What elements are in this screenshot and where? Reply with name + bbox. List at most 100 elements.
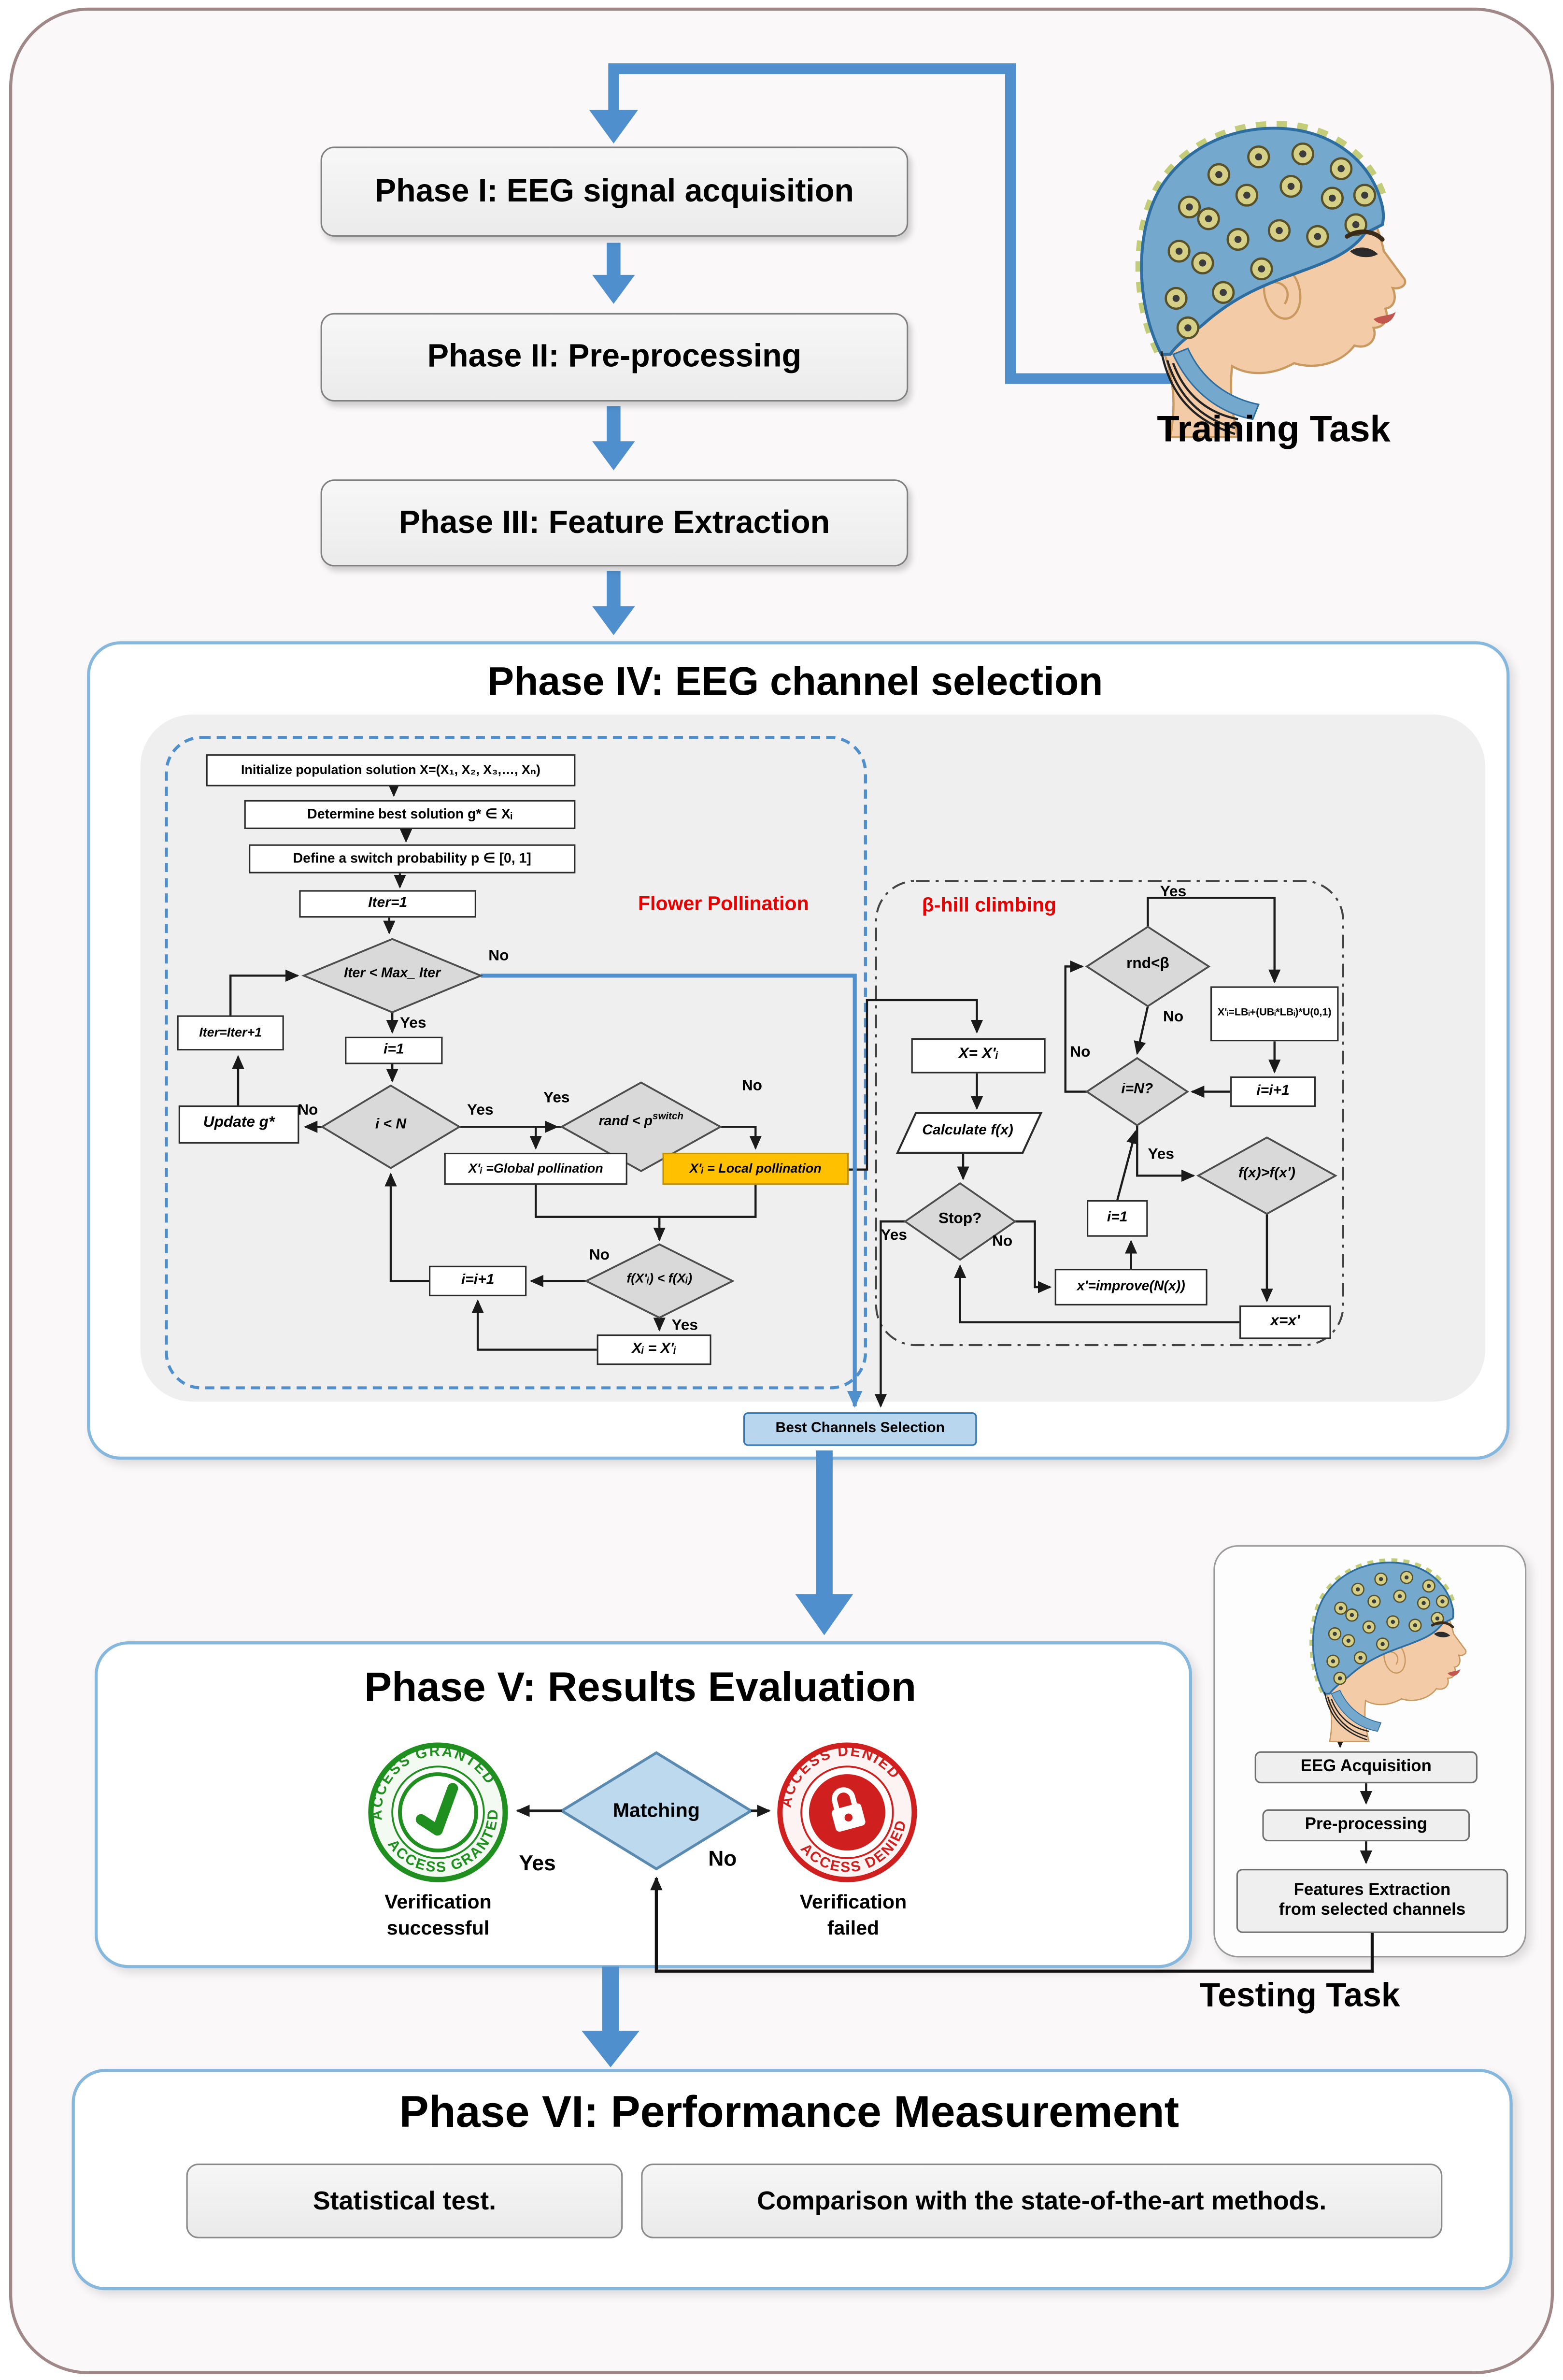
determine-best-box: Determine best solution g* ∈ Xᵢ — [244, 800, 576, 829]
phase5-title: Phase V: Results Evaluation — [364, 1664, 917, 1710]
matching-label: Matching — [612, 1798, 700, 1822]
flower-pollination-title: Flower Pollination — [638, 891, 809, 915]
rnd-no-label: No — [1163, 1009, 1184, 1026]
iter-init-box: Iter=1 — [299, 890, 476, 918]
stamp-center — [398, 1772, 478, 1853]
rnd-no — [1134, 1006, 1149, 1055]
to-bhill-entry — [849, 999, 983, 1171]
fitness-cond-label: f(X'ᵢ) < f(Xᵢ) — [626, 1270, 693, 1286]
phase-flow-arrows — [582, 243, 853, 2067]
rand-yes-label: Yes — [543, 1090, 570, 1107]
phase1-box: Phase I: EEG signal acquisition — [320, 146, 909, 237]
verification-successful-line2: successful — [386, 1916, 490, 1939]
stop-cond-diamond — [903, 1182, 1017, 1261]
switch-probability-box: Define a switch probability p ∈ [0, 1] — [249, 844, 576, 874]
arrowhead — [795, 1594, 853, 1635]
arrowhead — [589, 110, 638, 144]
access-denied-stamp: ACCESS DENIED ACCESS DENIED — [767, 1729, 920, 1889]
i-cond-diamond — [320, 1084, 461, 1169]
connector — [229, 969, 299, 1016]
merge-line — [535, 1185, 757, 1218]
arrowhead — [582, 2031, 640, 2067]
i-cond-yes-label: Yes — [467, 1102, 494, 1119]
stop-cond-label: Stop? — [938, 1211, 982, 1228]
verification-failed-line2: failed — [827, 1916, 880, 1939]
bhill-title: β-hill climbing — [922, 893, 1057, 917]
eeg-cap-head-icon — [1312, 1561, 1466, 1742]
i-cond-no-loop — [1064, 960, 1087, 1093]
bhill-i-init-box: i=1 — [1087, 1200, 1148, 1237]
arrowhead — [592, 441, 635, 471]
training-to-phase1-connector — [589, 63, 1203, 384]
i-inc-box: i=i+1 — [429, 1265, 527, 1296]
stop-no — [1015, 1220, 1052, 1293]
calculate-label: Calculate f(x) — [922, 1122, 1013, 1139]
i-n-no-label: No — [1070, 1044, 1091, 1061]
testing-task-label: Testing Task — [1199, 1976, 1400, 2014]
arrowhead — [592, 606, 635, 635]
x-update-box: x=x' — [1239, 1305, 1331, 1339]
fitness-yes-label: Yes — [671, 1318, 698, 1334]
x-update-loop — [954, 1264, 1240, 1323]
fitness-cond-diamond — [584, 1243, 735, 1319]
testing-head-image — [1242, 1548, 1499, 1745]
rand-cond-text: rand < p — [598, 1113, 653, 1129]
arrowhead — [592, 274, 635, 304]
stop-no-label: No — [992, 1233, 1013, 1251]
rnd-cond-label: rnd<β — [1126, 956, 1169, 973]
connector-yes — [529, 1125, 562, 1150]
features-extraction-line1: Features Extraction — [1293, 1880, 1451, 1899]
comparison-box: Comparison with the state-of-the-art met… — [641, 2163, 1443, 2238]
assign-box: Xᵢ = X'ᵢ — [597, 1334, 711, 1365]
training-head-image — [1020, 104, 1462, 443]
features-extraction-line2: from selected channels — [1279, 1901, 1466, 1920]
flower-diamonds — [301, 938, 735, 1319]
flower-pollination-region — [165, 736, 867, 1390]
global-pollination-box: X'ᵢ =Global pollination — [444, 1152, 627, 1185]
fitness-no-label: No — [589, 1247, 610, 1264]
best-channels-box: Best Channels Selection — [743, 1412, 977, 1446]
phase3-box: Phase III: Feature Extraction — [320, 479, 909, 567]
features-extraction-lines: Features Extraction from selected channe… — [1279, 1881, 1465, 1921]
bhill-fitness-label: f(x)>f(x') — [1238, 1165, 1295, 1182]
iter-yes-label: Yes — [399, 1015, 426, 1032]
phase4-title: Phase IV: EEG channel selection — [487, 658, 1103, 704]
improve-box: x'=improve(N(x)) — [1054, 1269, 1208, 1305]
bhill-diamonds — [903, 925, 1338, 1261]
rnd-yes-label: Yes — [1160, 884, 1187, 901]
iter-cond-diamond — [301, 938, 483, 1014]
testing-to-matching-connector — [650, 1876, 1374, 1973]
connector — [1116, 1130, 1138, 1201]
lock-shackle-icon — [832, 1787, 857, 1810]
verification-successful-text: Verification successful — [354, 1890, 522, 1942]
access-granted-stamp: ACCESS GRANTED ACCESS GRANTED — [352, 1725, 516, 1891]
i-n-cond-diamond — [1085, 1057, 1190, 1127]
phase6-title: Phase VI: Performance Measurement — [399, 2089, 1179, 2138]
loop-to-i-cond — [384, 1173, 429, 1282]
iter-inc-box: Iter=Iter+1 — [177, 1015, 284, 1051]
random-assign-box: X'ᵢ=LBᵢ+(UBᵢ*LBᵢ)*U(0,1) — [1210, 986, 1339, 1042]
i-cond-label: i < N — [375, 1116, 407, 1133]
iter-no-to-best-channels — [481, 974, 863, 1408]
i-n-yes-label: Yes — [1148, 1147, 1174, 1164]
x-assign-box: X= X'ᵢ — [911, 1038, 1046, 1074]
rnd-yes — [1147, 896, 1281, 984]
connector-no — [720, 1125, 762, 1150]
rand-cond-label: rand < pswitch — [577, 1112, 705, 1129]
calculate-parallelogram — [895, 1112, 1043, 1154]
verification-successful-line1: Verification — [384, 1890, 492, 1913]
iter-cond-label: Iter < Max_ Iter — [344, 965, 441, 980]
bhill-connectors — [874, 896, 1281, 1408]
statistical-test-box: Statistical test. — [186, 2163, 623, 2238]
matching-no-label: No — [708, 1846, 737, 1871]
i-n-cond-label: i=N? — [1121, 1081, 1153, 1098]
i-cond-no-label: No — [298, 1102, 318, 1119]
verification-failed-line1: Verification — [799, 1890, 907, 1913]
fitness-cond-diamond — [1196, 1136, 1338, 1215]
stop-yes-label: Yes — [881, 1227, 907, 1245]
lock-keyhole — [844, 1813, 853, 1822]
stop-yes-to-best-channels — [874, 1220, 905, 1408]
